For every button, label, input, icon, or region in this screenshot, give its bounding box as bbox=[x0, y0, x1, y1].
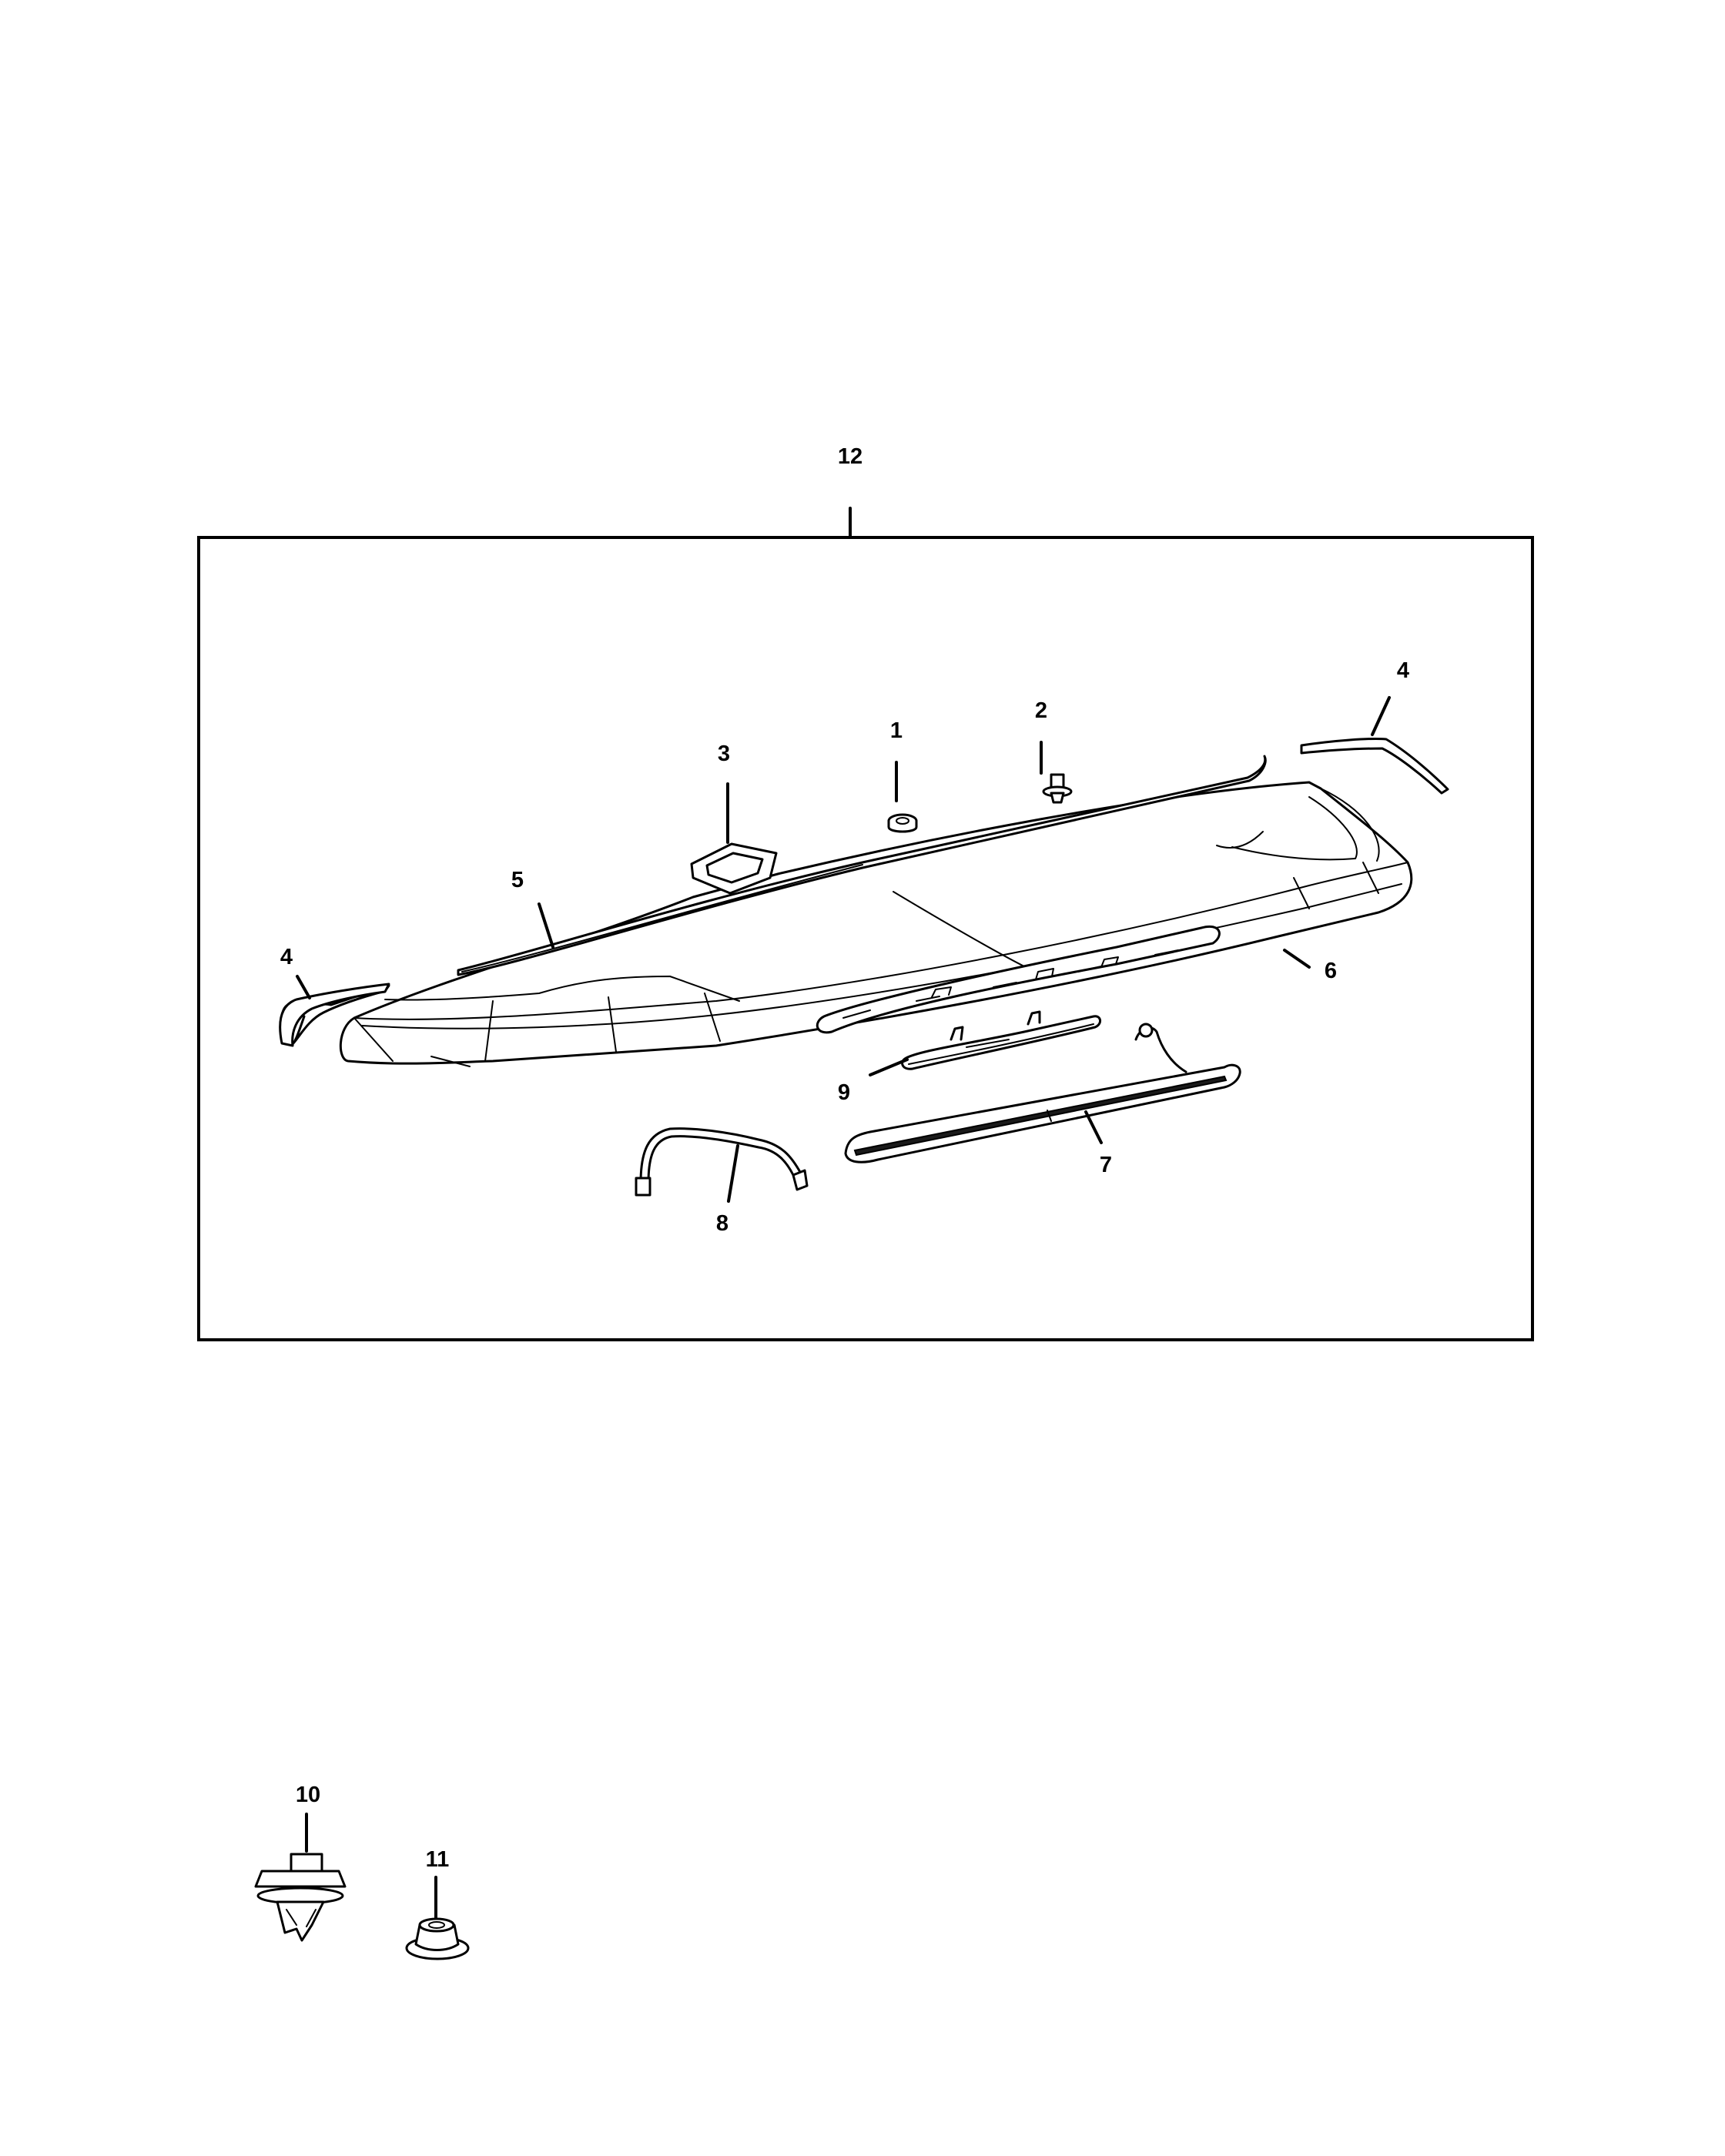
callout-11: 11 bbox=[426, 1847, 450, 1872]
callout-4-right: 4 bbox=[1397, 658, 1409, 683]
seal-pad-part-3 bbox=[690, 842, 778, 895]
callout-4-left: 4 bbox=[280, 945, 293, 969]
leader-7 bbox=[1084, 1110, 1103, 1144]
callout-5: 5 bbox=[511, 868, 524, 892]
leader-4-right bbox=[1371, 696, 1391, 736]
callout-7: 7 bbox=[1100, 1153, 1112, 1177]
callout-12: 12 bbox=[838, 444, 862, 469]
leader-8 bbox=[727, 1144, 739, 1203]
nut-part-11 bbox=[405, 1917, 470, 1960]
assembly-frame bbox=[197, 536, 1534, 1341]
leader-4-left bbox=[296, 975, 311, 999]
callout-1: 1 bbox=[890, 718, 903, 743]
leader-5 bbox=[538, 902, 554, 949]
lamp-part-9 bbox=[901, 1010, 1101, 1070]
lamp-bar-part-7 bbox=[844, 1023, 1241, 1163]
leader-6 bbox=[1283, 949, 1311, 969]
end-trim-right-part-4 bbox=[1300, 737, 1449, 795]
fastener-part-2 bbox=[1042, 773, 1073, 804]
callout-2: 2 bbox=[1035, 698, 1047, 723]
spoiler-part-6 bbox=[339, 781, 1413, 1067]
callout-8: 8 bbox=[716, 1211, 729, 1236]
callout-9: 9 bbox=[838, 1080, 850, 1105]
push-clip-part-10 bbox=[254, 1853, 347, 1942]
callout-6: 6 bbox=[1325, 959, 1337, 983]
callout-10: 10 bbox=[296, 1783, 320, 1807]
grommet-part-1 bbox=[887, 813, 918, 833]
harness-part-8 bbox=[635, 1127, 809, 1197]
leader-9 bbox=[869, 1058, 909, 1076]
callout-3: 3 bbox=[718, 742, 730, 766]
